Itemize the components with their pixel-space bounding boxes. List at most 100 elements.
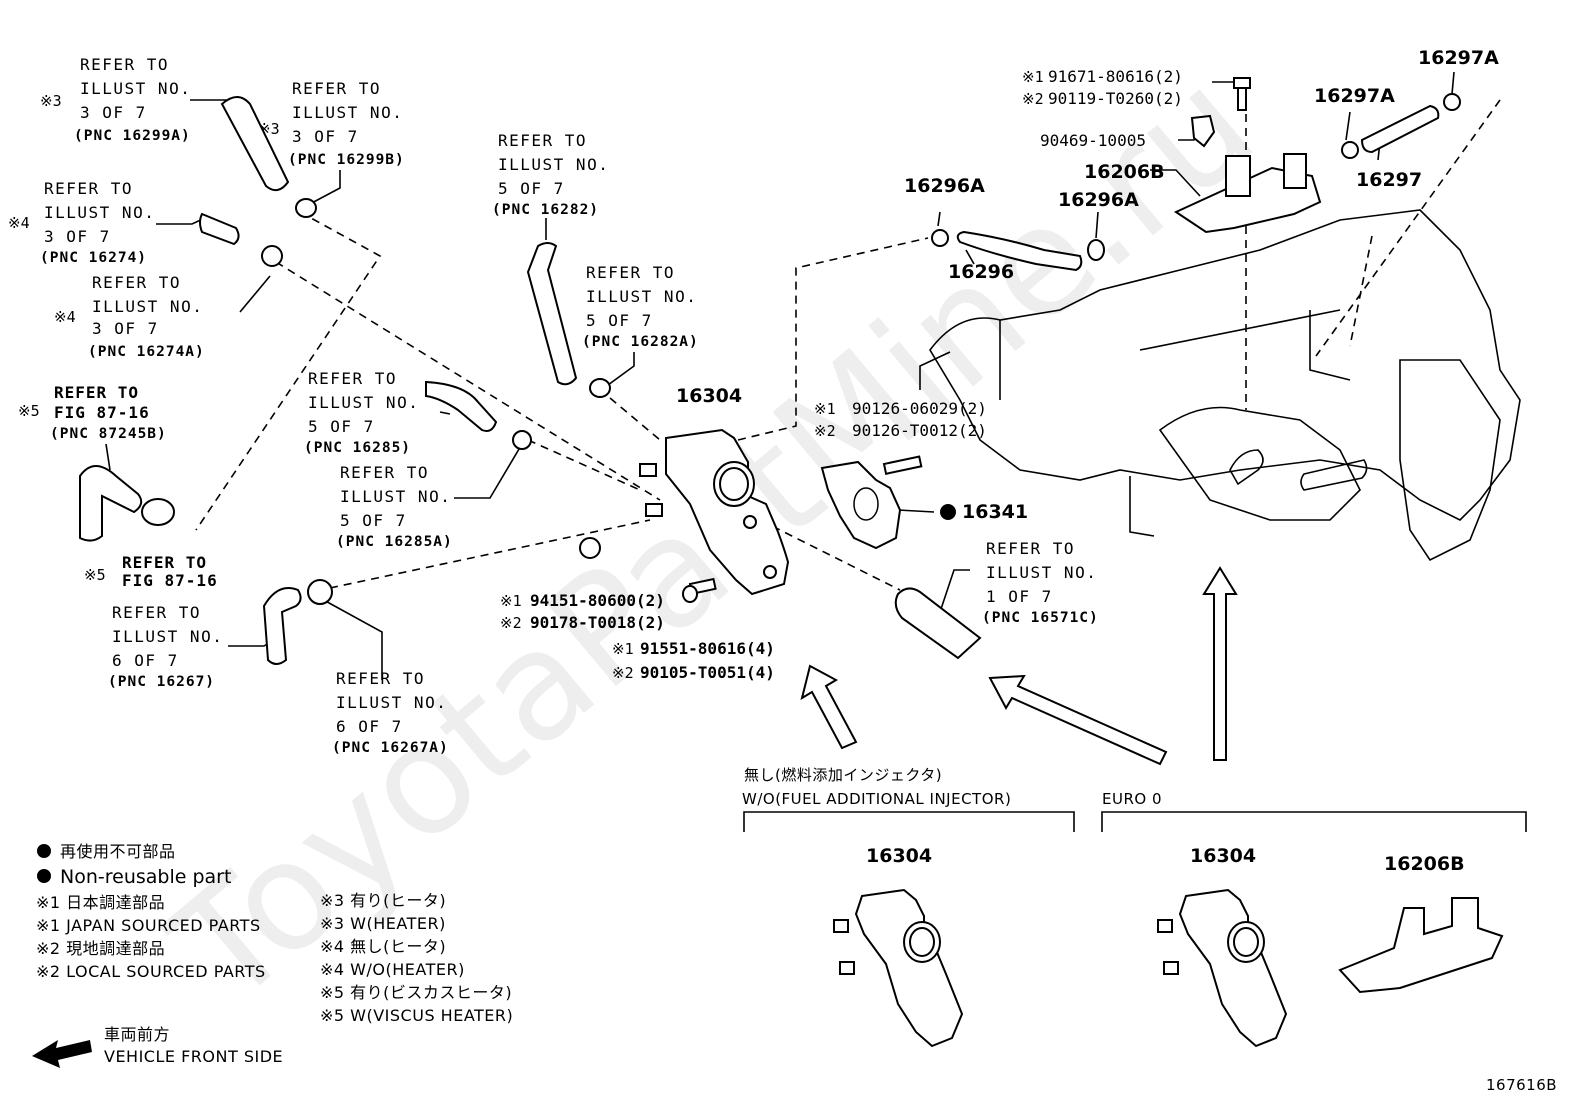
clamp-16297A-1 bbox=[1341, 141, 1359, 159]
pipe-16571C bbox=[894, 587, 982, 660]
callout-mark: ※5 bbox=[84, 566, 106, 584]
legend-item: ※1 JAPAN SOURCED PARTS bbox=[36, 916, 261, 935]
hose-16297 bbox=[1360, 104, 1440, 154]
callout-mark: ※4 bbox=[54, 308, 76, 326]
variant-wo-fuel-injector: 無し(燃料添加インジェクタ) W/O(FUEL ADDITIONAL INJEC… bbox=[742, 766, 1075, 1048]
hose-16274 bbox=[199, 212, 240, 246]
callout-87245B: ※5 REFER TO FIG 87-16 (PNC 87245B) bbox=[18, 383, 166, 442]
variant-title-jp: 無し(燃料添加インジェクタ) bbox=[744, 766, 942, 784]
callout-16285A: REFER TO ILLUST NO. 5 OF 7 (PNC 16285A) bbox=[336, 463, 453, 550]
bolt-top bbox=[1233, 77, 1251, 111]
callout-line: 5 OF 7 bbox=[340, 511, 407, 530]
label-16297: 16297 bbox=[1356, 169, 1422, 191]
callout-line: 5 OF 7 bbox=[498, 179, 565, 198]
callout-line: REFER TO bbox=[986, 539, 1075, 558]
pn-text: 90119-T0260(2) bbox=[1048, 89, 1183, 108]
callout-line: 1 OF 7 bbox=[986, 587, 1053, 606]
clamp-16285A bbox=[512, 430, 532, 450]
hose-87245B bbox=[79, 465, 143, 542]
pn-mark: ※2 bbox=[612, 664, 634, 682]
bolt bbox=[682, 577, 717, 603]
callout-line: 5 OF 7 bbox=[308, 417, 375, 436]
gasket-16341 bbox=[820, 460, 902, 550]
label-16304: 16304 bbox=[1190, 845, 1256, 867]
pn-mark: ※1 bbox=[500, 592, 522, 610]
diagram-id: 167616B bbox=[1486, 1076, 1557, 1094]
legend-item: ※4 W/O(HEATER) bbox=[320, 960, 465, 979]
label-16304: 16304 bbox=[866, 845, 932, 867]
callout-line: REFER TO bbox=[292, 79, 381, 98]
callout-line: REFER TO bbox=[92, 273, 181, 292]
callout-16274: ※4 REFER TO ILLUST NO. 3 OF 7 (PNC 16274… bbox=[8, 179, 154, 266]
callout-line: REFER TO bbox=[498, 131, 587, 150]
callout-16285: REFER TO ILLUST NO. 5 OF 7 (PNC 16285) bbox=[304, 369, 418, 456]
clamp-16296A-2 bbox=[1087, 239, 1105, 261]
callout-16571C: REFER TO ILLUST NO. 1 OF 7 (PNC 16571C) bbox=[982, 539, 1098, 626]
callout-line: ILLUST NO. bbox=[292, 103, 403, 122]
label-16206B: 16206B bbox=[1084, 161, 1165, 183]
clip-90469 bbox=[1190, 114, 1216, 148]
label-90469-10005: 90469-10005 bbox=[1040, 131, 1146, 150]
label-16297A: 16297A bbox=[1314, 85, 1395, 107]
callout-line: REFER TO bbox=[44, 179, 133, 198]
arrows bbox=[800, 566, 1238, 766]
clamp-16297A-2 bbox=[1443, 93, 1461, 111]
non-reusable-bullet bbox=[940, 504, 956, 520]
pn-text: 91671-80616(2) bbox=[1048, 67, 1183, 86]
pn-mark: ※2 bbox=[1022, 90, 1044, 108]
legend-bullet-jp: 再使用不可部品 bbox=[60, 842, 176, 861]
legend-item: ※3 有り(ヒータ) bbox=[320, 891, 446, 910]
callout-16274A: ※4 REFER TO ILLUST NO. 3 OF 7 (PNC 16274… bbox=[54, 273, 205, 360]
pn-text: 94151-80600(2) bbox=[530, 591, 665, 610]
callout-line: 6 OF 7 bbox=[112, 651, 179, 670]
callout-pnc: (PNC 16299A) bbox=[74, 128, 191, 144]
callout-line: 6 OF 7 bbox=[336, 717, 403, 736]
label-16296A: 16296A bbox=[1058, 189, 1139, 211]
legend-item: ※5 W(VISCUS HEATER) bbox=[320, 1006, 513, 1025]
callout-line: REFER TO bbox=[122, 553, 207, 572]
part-labels: 16304 16341 16296 16296A 16296A 16206B 1… bbox=[676, 47, 1499, 523]
clamp-fig-87-16 bbox=[141, 498, 175, 526]
label-16304: 16304 bbox=[676, 385, 742, 407]
legend-bullet bbox=[37, 869, 51, 883]
callout-line: FIG 87-16 bbox=[122, 571, 218, 590]
callout-pnc: (PNC 16282A) bbox=[582, 334, 699, 350]
legend: 再使用不可部品 Non-reusable part ※1 日本調達部品 ※1 J… bbox=[32, 842, 513, 1068]
callout-line: REFER TO bbox=[340, 463, 429, 482]
callout-16299A: ※3 REFER TO ILLUST NO. 3 OF 7 (PNC 16299… bbox=[40, 55, 191, 144]
pn-mark: ※2 bbox=[500, 614, 522, 632]
part-number-groups: ※1 91671-80616(2) ※2 90119-T0260(2) ※1 9… bbox=[500, 67, 1183, 682]
callout-pnc: (PNC 16285A) bbox=[336, 534, 453, 550]
legend-bullet bbox=[37, 844, 51, 858]
callout-16282A: REFER TO ILLUST NO. 5 OF 7 (PNC 16282A) bbox=[582, 263, 699, 350]
water-inlet-16304 bbox=[639, 428, 790, 596]
pn-text: 90178-T0018(2) bbox=[530, 613, 665, 632]
hose-16267 bbox=[262, 587, 302, 665]
callout-line: ILLUST NO. bbox=[986, 563, 1097, 582]
callout-line: ILLUST NO. bbox=[340, 487, 451, 506]
callout-pnc: (PNC 16285) bbox=[304, 440, 411, 456]
legend-item: ※2 LOCAL SOURCED PARTS bbox=[36, 962, 266, 981]
label-16341: 16341 bbox=[962, 501, 1028, 523]
legend-bullet-en: Non-reusable part bbox=[60, 866, 231, 888]
variant-title-en: W/O(FUEL ADDITIONAL INJECTOR) bbox=[742, 790, 1011, 808]
engine-block bbox=[929, 209, 1521, 562]
callout-fig-87-16: ※5 REFER TO FIG 87-16 bbox=[84, 553, 218, 590]
callout-16299B: ※3 REFER TO ILLUST NO. 3 OF 7 (PNC 16299… bbox=[258, 79, 404, 168]
label-16206B: 16206B bbox=[1384, 853, 1465, 875]
callout-line: REFER TO bbox=[336, 669, 425, 688]
pn-mark: ※1 bbox=[1022, 68, 1044, 86]
vehicle-front-en: VEHICLE FRONT SIDE bbox=[104, 1047, 283, 1066]
stud-bolt bbox=[882, 455, 923, 475]
pn-mark: ※1 bbox=[814, 400, 836, 418]
callout-pnc: (PNC 16274A) bbox=[88, 344, 205, 360]
hose-16299A bbox=[220, 96, 290, 192]
bracket-16206B bbox=[1173, 153, 1322, 234]
clamp-16274A bbox=[261, 245, 283, 267]
pn-mark: ※1 bbox=[612, 640, 634, 658]
callout-line: 5 OF 7 bbox=[586, 311, 653, 330]
callout-pnc: (PNC 16267) bbox=[108, 674, 215, 690]
callout-16267A: REFER TO ILLUST NO. 6 OF 7 (PNC 16267A) bbox=[332, 669, 448, 756]
